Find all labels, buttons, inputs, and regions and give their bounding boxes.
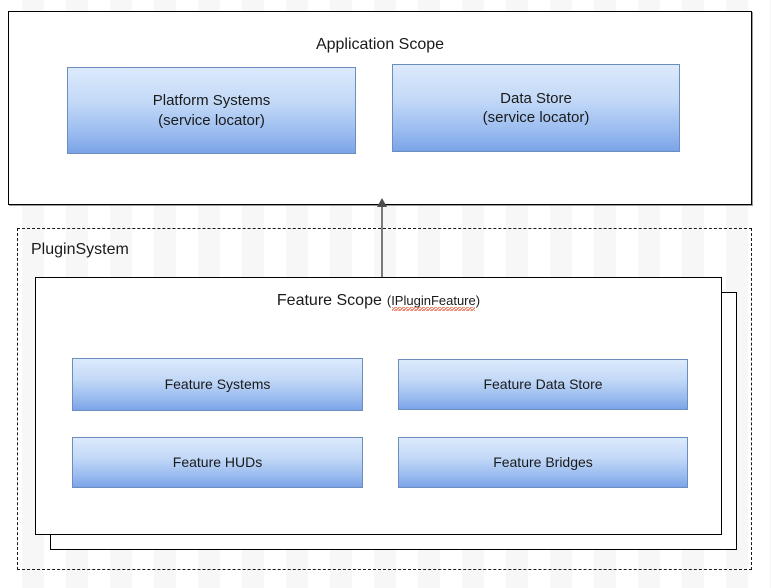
connector-feature-to-application-line xyxy=(381,206,383,278)
plugin-system-label: PluginSystem xyxy=(31,241,129,258)
node-feature-bridges[interactable]: Feature Bridges xyxy=(398,437,688,488)
node-feature-systems[interactable]: Feature Systems xyxy=(72,358,363,411)
feature-scope-title: Feature Scope xyxy=(276,292,382,309)
plugin-system-boundary[interactable] xyxy=(17,228,752,570)
feature-scope-title-suffix: (IPluginFeature) xyxy=(386,293,481,311)
node-feature-huds-label: Feature HUDs xyxy=(172,453,263,470)
node-data-store[interactable]: Data Store (service locator) xyxy=(392,64,680,152)
node-platform-systems-line2: (service locator) xyxy=(158,111,265,129)
node-feature-data-store[interactable]: Feature Data Store xyxy=(398,359,688,410)
connector-feature-to-application-arrowhead xyxy=(377,198,387,207)
node-data-store-line2: (service locator) xyxy=(482,109,590,126)
feature-scope-title-row: Feature Scope(IPluginFeature) xyxy=(36,292,721,311)
node-feature-huds[interactable]: Feature HUDs xyxy=(72,437,363,488)
node-feature-data-store-label: Feature Data Store xyxy=(483,375,603,392)
node-feature-systems-label: Feature Systems xyxy=(164,375,271,392)
node-data-store-line1: Data Store xyxy=(500,89,572,107)
application-scope-title: Application Scope xyxy=(315,36,445,53)
node-platform-systems[interactable]: Platform Systems (service locator) xyxy=(67,67,356,154)
node-platform-systems-line1: Platform Systems xyxy=(152,92,271,110)
node-feature-bridges-label: Feature Bridges xyxy=(493,453,593,470)
